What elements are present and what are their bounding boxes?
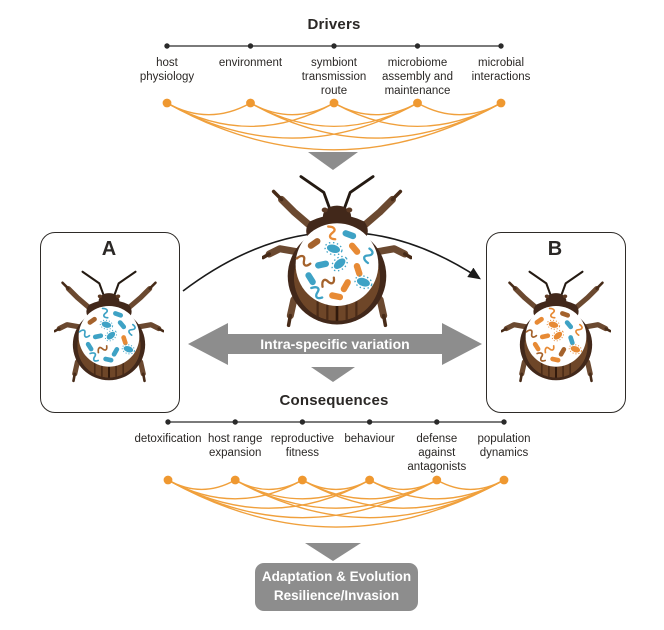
consequences-axis [165,419,507,425]
consequence-label-1: host range expansion [208,433,263,460]
panel-a-label: A [101,238,117,260]
driver-label-3: microbiome assembly and maintenance [382,57,453,98]
consequences-interaction-network [163,475,509,528]
drivers-axis [164,43,504,49]
intra-specific-variation-arrow [188,323,482,365]
consequence-label-4: defense against antagonists [407,433,467,474]
drivers-interaction-network [162,98,506,151]
driver-label-0: host physiology [139,57,195,84]
consequence-label-5: population dynamics [477,433,531,460]
down-triangle-icons [305,152,361,561]
consequences-title: Consequences [279,392,389,409]
panel-b-label: B [547,238,563,260]
focal-beetle-illustration [262,175,412,328]
consequence-label-2: reproductive fitness [270,433,335,460]
driver-label-1: environment [218,57,283,69]
panel-b-box [486,232,626,413]
variant-a-beetle-illustration [54,270,164,383]
intra-specific-variation-label: Intra-specific variation [260,336,410,352]
drivers-title: Drivers [307,16,361,33]
consequence-label-3: behaviour [344,433,395,445]
driver-label-4: microbial interactions [471,57,531,84]
panel-a-box [40,232,180,413]
outcome-box: Adaptation & Evolution Resilience/Invasi… [255,563,418,611]
driver-label-2: symbiont transmission route [301,57,367,98]
variant-b-beetle-illustration [501,270,611,383]
consequence-label-0: detoxification [134,433,202,445]
